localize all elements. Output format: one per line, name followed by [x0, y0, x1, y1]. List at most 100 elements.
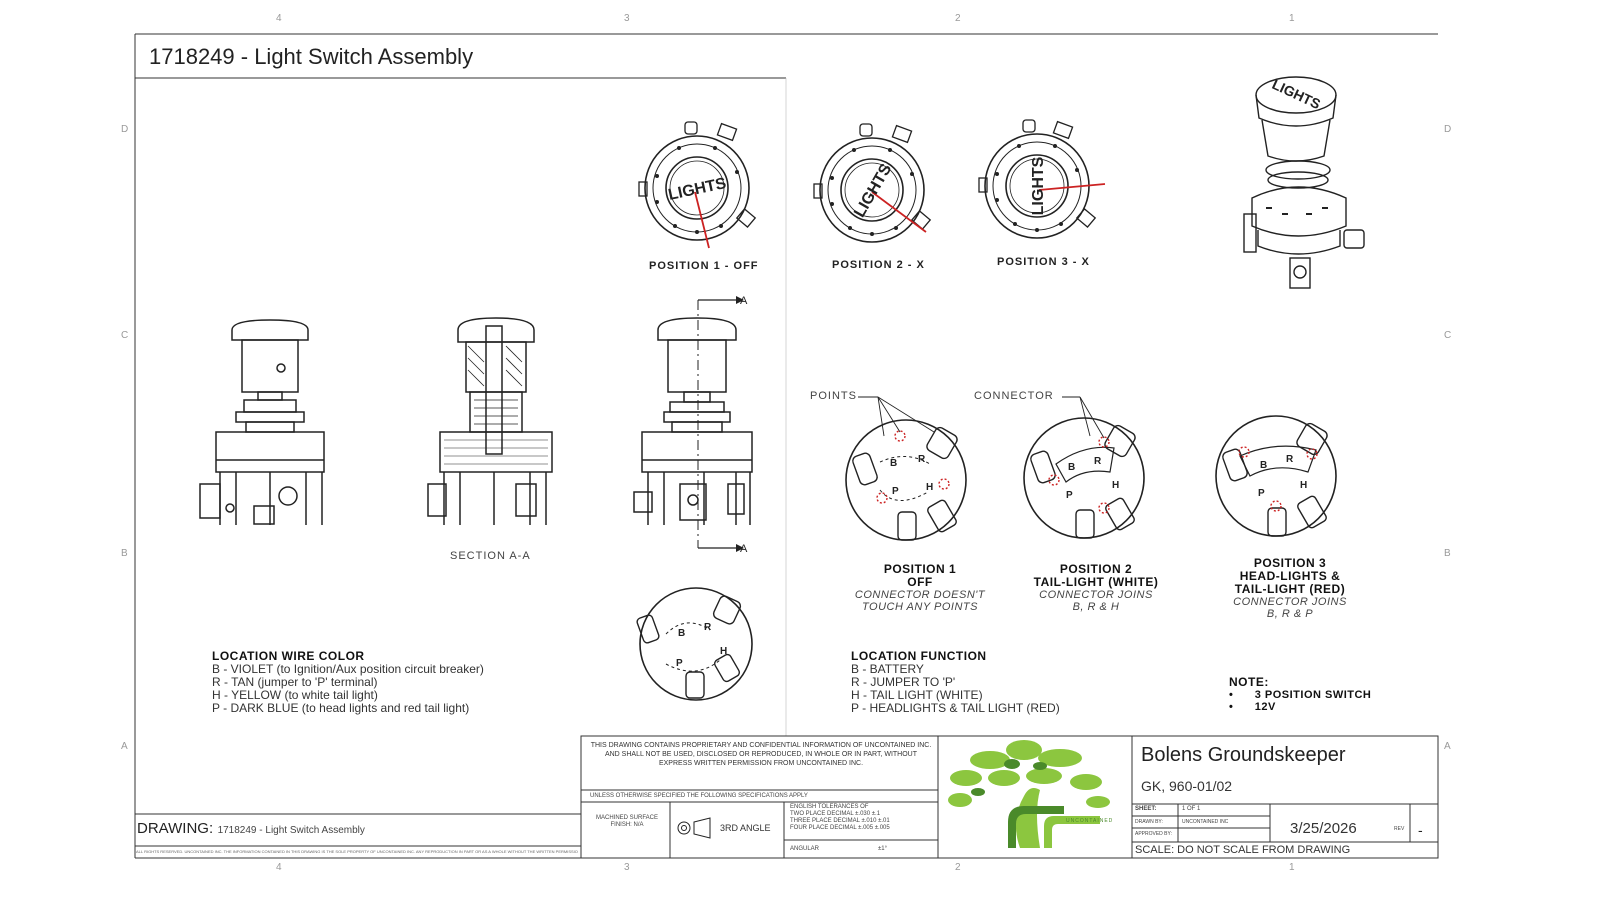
note-heading: NOTE: [1229, 675, 1269, 689]
tb-date: 3/25/2026 [1290, 820, 1357, 837]
zone-top-2: 2 [955, 13, 961, 24]
back-position-3-desc-1: CONNECTOR JOINS [1233, 596, 1347, 608]
tb-projection: 3RD ANGLE [720, 823, 771, 833]
callout-connector: CONNECTOR [974, 390, 1054, 402]
back-view-position-1 [845, 419, 967, 541]
zone-left-b: B [121, 548, 128, 559]
zone-right-a: A [1444, 741, 1451, 752]
tb-angular-value: ±1° [878, 846, 888, 852]
back-view-position-2 [1023, 417, 1145, 539]
zone-top-3: 3 [624, 13, 630, 24]
note-item-2: • 12V [1229, 701, 1276, 713]
tb-tol-3: THREE PLACE DECIMAL ±.010 ±.01 [790, 818, 890, 824]
note-item-1: • 3 POSITION SWITCH [1229, 689, 1372, 701]
callout-leaders [858, 396, 1105, 439]
section-line [697, 296, 744, 552]
tb-footer-fine: ALL RIGHTS RESERVED. UNCONTAINED INC. TH… [136, 849, 578, 854]
isometric-view [1243, 76, 1365, 289]
function-heading: LOCATION FUNCTION [851, 649, 987, 663]
back-position-2-caption: POSITION 2 TAIL-LIGHT (WHITE) CONNECTOR … [1016, 562, 1176, 614]
zone-top-4: 4 [276, 13, 282, 24]
tb-tol-1: ENGLISH TOLERANCES OF [790, 804, 869, 810]
front-elevation [633, 317, 753, 525]
wire-color-line-r: R - TAN (jumper to 'P' terminal) [212, 675, 378, 689]
back-position-3-title-2: HEAD-LIGHTS & [1239, 569, 1341, 583]
side-view [199, 319, 325, 525]
tb-drawn-label: DRAWN BY: [1135, 819, 1163, 825]
tb-drawing-label: DRAWING: [137, 820, 214, 837]
zone-left-d: D [121, 124, 129, 135]
tb-rev-value: - [1418, 822, 1423, 838]
note-item-1-text: 3 POSITION SWITCH [1254, 689, 1372, 701]
tb-rev-label: REV [1394, 826, 1405, 832]
label-front-position-1: POSITION 1 - OFF [649, 260, 759, 272]
zone-right-d: D [1444, 124, 1452, 135]
back-position-1-desc-1: CONNECTOR DOESN'T [854, 589, 986, 601]
company-logo [948, 740, 1110, 848]
tb-tol-4: FOUR PLACE DECIMAL ±.005 ±.005 [790, 825, 890, 831]
tb-drawing-field: DRAWING: 1718249 - Light Switch Assembly [137, 820, 365, 838]
tb-angular-label: ANGULAR [790, 846, 820, 852]
zone-bottom-3: 3 [624, 862, 630, 873]
tb-tolerances: ENGLISH TOLERANCES OF TWO PLACE DECIMAL … [790, 804, 890, 832]
note-block: NOTE: • 3 POSITION SWITCH • 12V [1229, 675, 1371, 713]
tb-model: GK, 960-01/02 [1141, 778, 1233, 794]
tb-spec-row: UNLESS OTHERWISE SPECIFIED THE FOLLOWING… [590, 793, 808, 799]
tb-surface: MACHINED SURFACE FINISH: N/A [595, 815, 658, 828]
label-front-position-2: POSITION 2 - X [832, 259, 925, 271]
front-view-position-2 [813, 123, 932, 243]
back-position-2-title-2: TAIL-LIGHT (WHITE) [1033, 575, 1159, 589]
back-position-1-title-2: OFF [907, 575, 933, 589]
function-line-b: B - BATTERY [851, 662, 924, 676]
back-position-3-desc-2: B, R & P [1266, 608, 1314, 620]
zone-top-1: 1 [1289, 13, 1295, 24]
zone-bottom-4: 4 [276, 862, 282, 873]
function-line-r: R - JUMPER TO 'P' [851, 675, 956, 689]
front-view-position-3 [978, 119, 1106, 239]
note-item-2-text: 12V [1254, 701, 1276, 713]
tb-tol-2: TWO PLACE DECIMAL ±.030 ±.1 [790, 811, 881, 817]
wire-color-legend: LOCATION WIRE COLOR B - VIOLET (to Ignit… [212, 649, 484, 715]
tb-drawn-value: UNCONTAINED INC [1182, 819, 1229, 825]
back-view-reference [636, 587, 753, 701]
wire-color-line-b: B - VIOLET (to Ignition/Aux position cir… [212, 662, 484, 676]
back-position-1-caption: POSITION 1 OFF CONNECTOR DOESN'T TOUCH A… [840, 562, 1000, 614]
function-legend: LOCATION FUNCTION B - BATTERY R - JUMPER… [851, 649, 1060, 715]
back-position-3-caption: POSITION 3 HEAD-LIGHTS & TAIL-LIGHT (RED… [1210, 556, 1370, 621]
zone-right-b: B [1444, 548, 1451, 559]
callout-points: POINTS [810, 390, 857, 402]
function-line-h: H - TAIL LIGHT (WHITE) [851, 688, 983, 702]
title-block-grid [135, 735, 1439, 859]
zone-left-c: C [121, 330, 129, 341]
back-position-1-desc-2: TOUCH ANY POINTS [862, 601, 978, 613]
label-front-position-3: POSITION 3 - X [997, 256, 1090, 268]
tb-sheet-label: SHEET: [1135, 806, 1157, 812]
tb-sheet-value: 1 OF 1 [1182, 806, 1201, 812]
front-view-position-1 [638, 121, 757, 249]
zone-right-c: C [1444, 330, 1452, 341]
tb-logo-text: UNCONTAINED [1066, 818, 1114, 824]
back-position-2-title-1: POSITION 2 [1059, 562, 1133, 576]
tb-scale: SCALE: DO NOT SCALE FROM DRAWING [1135, 844, 1351, 856]
back-view-position-3 [1215, 415, 1337, 537]
wire-color-heading: LOCATION WIRE COLOR [212, 649, 365, 663]
tb-approved-label: APPROVED BY: [1135, 831, 1172, 837]
back-position-3-title-3: TAIL-LIGHT (RED) [1234, 582, 1346, 596]
section-label: SECTION A-A [450, 550, 531, 562]
zone-bottom-2: 2 [955, 862, 961, 873]
tb-drawing-value: 1718249 - Light Switch Assembly [217, 825, 365, 836]
section-view [427, 317, 553, 525]
back-position-1-title-1: POSITION 1 [883, 562, 957, 576]
zone-bottom-1: 1 [1289, 862, 1295, 873]
wire-color-line-p: P - DARK BLUE (to head lights and red ta… [212, 701, 470, 715]
back-position-2-desc-1: CONNECTOR JOINS [1039, 589, 1153, 601]
tb-product-name: Bolens Groundskeeper [1141, 744, 1346, 766]
back-position-2-desc-2: B, R & H [1072, 601, 1120, 613]
tb-disclaimer: THIS DRAWING CONTAINS PROPRIETARY AND CO… [590, 742, 932, 767]
back-position-3-title-1: POSITION 3 [1253, 556, 1327, 570]
wire-color-line-h: H - YELLOW (to white tail light) [212, 688, 378, 702]
third-angle-projection-symbol [677, 817, 711, 839]
zone-left-a: A [121, 741, 128, 752]
drawing-title: 1718249 - Light Switch Assembly [149, 44, 474, 69]
